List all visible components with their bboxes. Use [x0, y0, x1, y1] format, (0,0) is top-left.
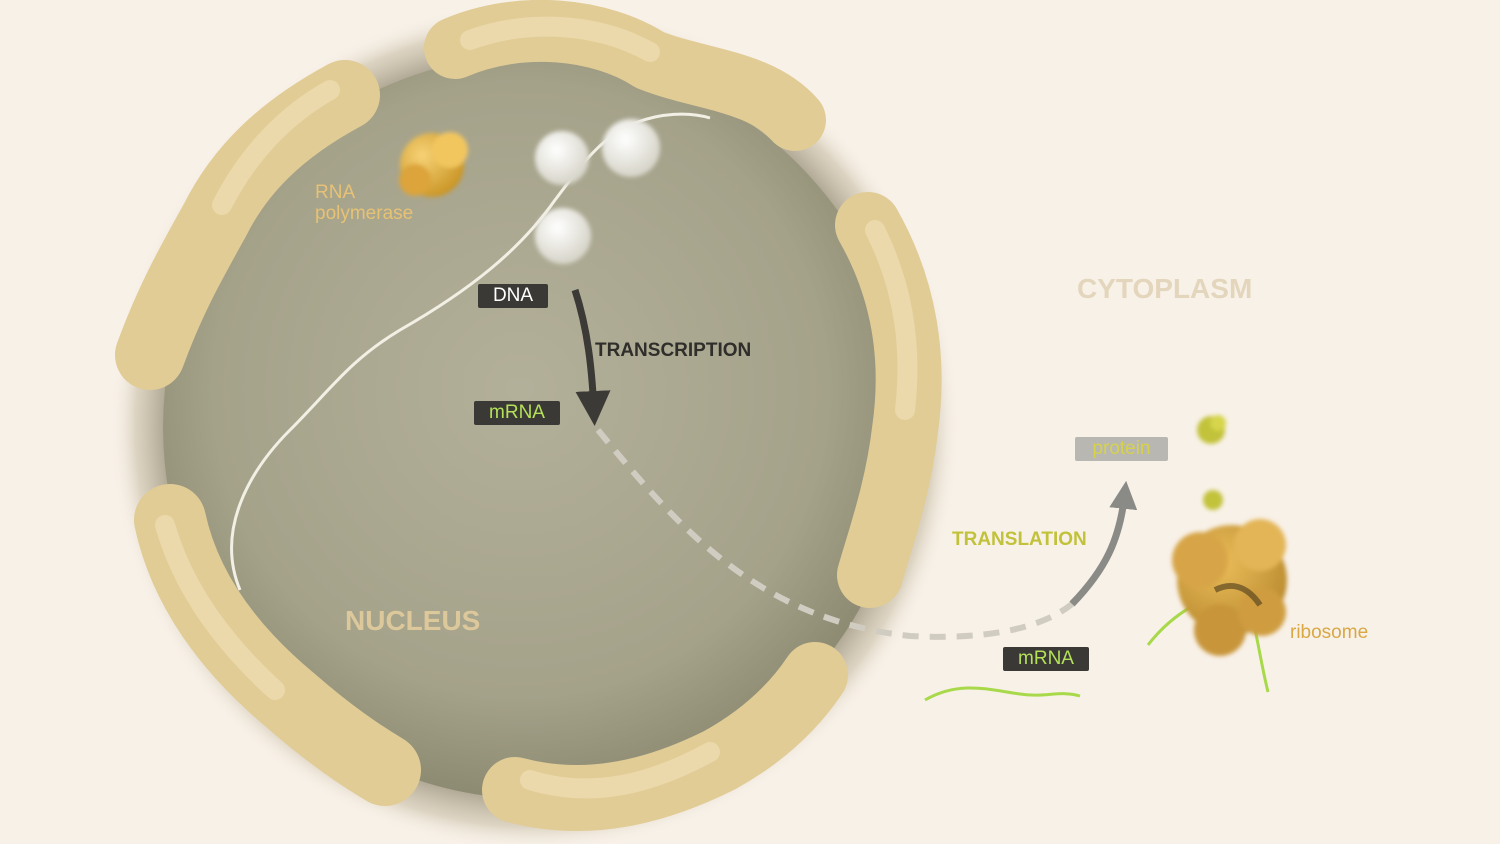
- mrna-nucleus-tag: mRNA: [474, 401, 560, 425]
- ribosome-molecule: [1146, 490, 1287, 693]
- ribosome-label: ribosome: [1290, 622, 1369, 643]
- rna-polymerase-label: RNA polymerase: [315, 182, 413, 224]
- cytoplasm-label: CYTOPLASM: [1077, 273, 1253, 304]
- rna-polymerase-label-line1: RNA: [315, 182, 356, 203]
- translation-arrow: [1069, 480, 1138, 607]
- transcription-label: TRANSCRIPTION: [595, 340, 752, 361]
- mrna-cytoplasm-tag: mRNA: [1003, 647, 1089, 671]
- protein-tag: protein: [1075, 437, 1168, 461]
- protein-molecule: [1197, 415, 1226, 444]
- mrna-export-path: [595, 428, 1074, 640]
- mrna-strand: [924, 686, 1081, 702]
- dna-tag: DNA: [478, 284, 548, 308]
- translation-label: TRANSLATION: [952, 529, 1087, 550]
- nucleus-body: [163, 55, 907, 799]
- transcription-arrow: [571, 288, 611, 426]
- nuclear-envelope-highlights: [155, 16, 918, 799]
- histones: [535, 119, 660, 264]
- nucleus-label: NUCLEUS: [345, 605, 481, 636]
- rna-polymerase-molecule: [399, 132, 468, 197]
- rna-polymerase-label-line2: polymerase: [315, 203, 414, 224]
